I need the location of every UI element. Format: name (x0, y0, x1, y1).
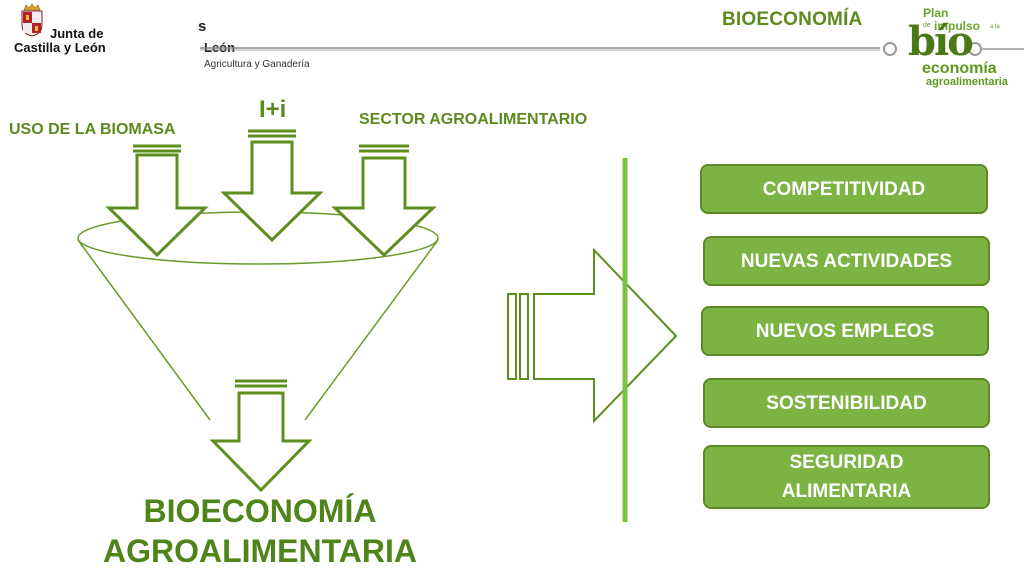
bio-logo-plan: Plan (923, 6, 949, 20)
outcome-nuevos-empleos: NUEVOS EMPLEOS (701, 306, 989, 356)
arrow-output (209, 379, 313, 493)
bio-logo-bio: bío (908, 18, 974, 65)
bio-logo-agro: agroalimentaria (926, 76, 1008, 88)
bio-logo-de: de (923, 22, 931, 29)
header-title: BIOECONOMÍA (722, 9, 863, 30)
outcome-sostenibilidad-label: SOSTENIBILIDAD (766, 392, 927, 414)
arrow-right (507, 247, 678, 424)
label-idi: I+i (259, 96, 287, 123)
bio-logo-ala: a la (990, 24, 1000, 30)
arrow-idi (220, 129, 324, 243)
outcome-nuevos-empleos-label: NUEVOS EMPLEOS (755, 320, 935, 342)
result-title-line1: BIOECONOMÍA (143, 493, 377, 529)
bio-logo-impulso: impulso (934, 19, 981, 33)
outcome-nuevas-actividades: NUEVAS ACTIVIDADES (703, 236, 990, 286)
arrow-sector (331, 144, 437, 258)
outcome-competitividad-label: COMPETITIVIDAD (762, 178, 926, 200)
outcome-nuevas-actividades-label: NUEVAS ACTIVIDADES (740, 250, 953, 272)
header-divider-line (200, 42, 1024, 56)
logo-line2: Castilla y León (14, 40, 106, 55)
label-sector-agroalimentario: SECTOR AGROALIMENTARIO (359, 111, 588, 128)
outcome-competitividad: COMPETITIVIDAD (700, 164, 988, 214)
arrow-biomasa (105, 144, 209, 258)
junta-logo-text: Junta de Castilla y León (14, 26, 106, 55)
outcome-sostenibilidad: SOSTENIBILIDAD (703, 378, 990, 428)
coat-of-arms-icon (21, 3, 43, 37)
logo-line1: Junta de (50, 26, 104, 41)
partial-header-agri: Agricultura y Ganadería (204, 59, 310, 70)
outcome-seguridad-alimentaria: SEGURIDAD ALIMENTARIA (703, 445, 990, 509)
partial-header-s: s (198, 18, 207, 35)
outcome-seguridad-line1: SEGURIDAD (789, 452, 904, 473)
label-uso-biomasa: USO DE LA BIOMASA (9, 121, 176, 138)
bio-logo-economia: economía (922, 60, 997, 77)
result-title-line2: AGROALIMENTARIA (102, 533, 418, 569)
outcome-seguridad-line2: ALIMENTARIA (781, 481, 912, 502)
